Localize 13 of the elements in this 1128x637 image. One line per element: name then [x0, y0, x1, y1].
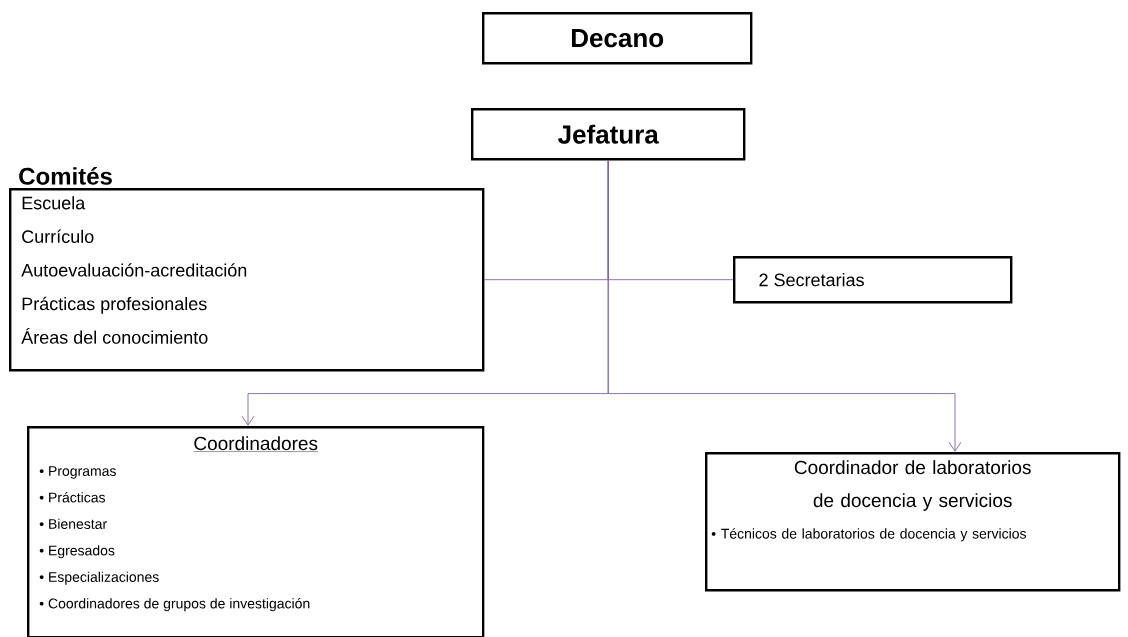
committee-heading: Comités [19, 166, 112, 185]
coordinator-box: Coordinadores • Programas • Prácticas • Bienestar • Egresados • Especializaciones • Coordinadores de grupos de investigación [27, 426, 485, 637]
committee-box: Escuela Currículo Autoevaluación-acreditación Prácticas profesionales Áreas del conocimiento [9, 188, 485, 372]
node-label: Prácticas profesionales [22, 296, 207, 314]
node-label: Currículo [22, 229, 94, 244]
coordinator-box: Coordinador de laboratorios de docencia y servicios • Técnicos de laboratorios de docencia y servicios [705, 452, 1121, 592]
node-label: Escuela [22, 196, 86, 210]
node-label: Áreas del conocimiento [21, 328, 208, 344]
staff-box: 2 Secretarias [733, 256, 1013, 304]
title-box: Decano [482, 12, 753, 65]
connector [607, 159, 962, 452]
title-box: Jefatura [471, 108, 746, 161]
node-label: Autoevaluación-acreditación [21, 263, 247, 277]
